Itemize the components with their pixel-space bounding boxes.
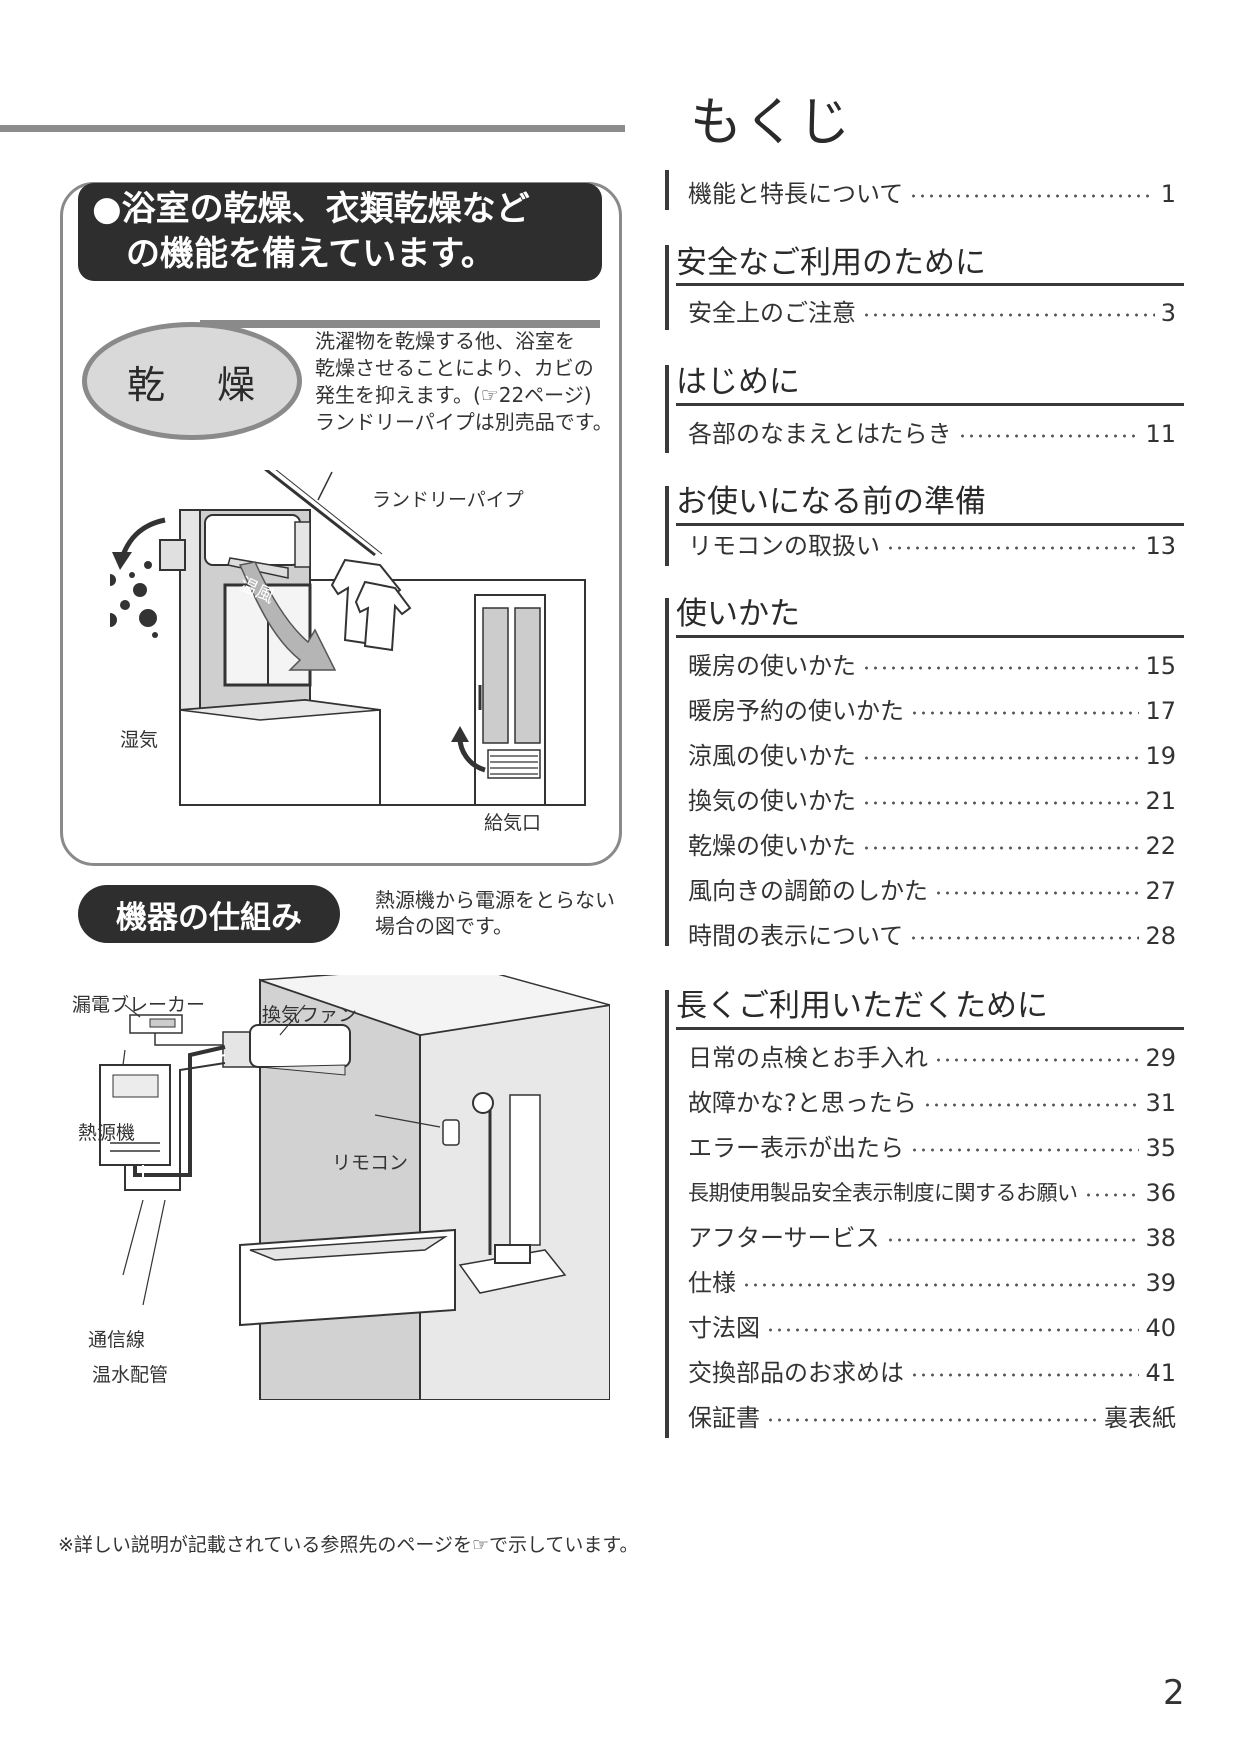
dry-desc-line: 洗濯物を乾燥する他、浴室を	[315, 329, 575, 353]
hot-water-pipe-label: 温水配管	[92, 1364, 169, 1386]
dry-desc-line: 乾燥させることにより、カビの	[315, 356, 594, 380]
air-inlet-icon	[487, 749, 541, 779]
system-heading: 機器の仕組み	[78, 885, 340, 943]
ventilation-fan-icon	[222, 1024, 351, 1076]
system-note: 熱源機から電源をとらない 場合の図です。	[375, 887, 615, 939]
toc-entry[interactable]: 保証書裏表紙	[688, 1404, 1176, 1432]
toc-section-title: 使いかた	[676, 596, 800, 632]
toc-rail	[665, 365, 669, 453]
title-rule	[0, 125, 625, 132]
toc-rail	[665, 598, 669, 946]
feature-headline-line2: の機能を備えています。	[126, 234, 495, 274]
toc-section-title: 長くご利用いただくために	[676, 988, 1048, 1024]
laundry-pipe-icon	[263, 470, 376, 557]
dry-desc-line: 発生を抑えます。(☞22ページ)	[315, 383, 592, 407]
vent-grille-icon	[159, 539, 186, 571]
heat-source-label: 熱源機	[78, 1122, 136, 1144]
feature-headline: ●浴室の乾燥、衣類乾燥など の機能を備えています。	[78, 183, 602, 281]
remote-icon	[442, 1119, 460, 1146]
humidity-bubbles-icon	[110, 561, 158, 638]
air-inlet-label: 給気口	[484, 812, 542, 834]
page-title: もくじ	[690, 93, 853, 153]
toc-section-rule	[676, 403, 1184, 406]
feature-headline-line1: ●浴室の乾燥、衣類乾燥など	[92, 189, 530, 229]
breaker-label: 漏電ブレーカー	[72, 994, 206, 1016]
system-note-line: 場合の図です。	[375, 914, 513, 938]
dry-rule	[200, 320, 600, 328]
warm-air-arrow-icon	[238, 561, 337, 671]
fan-label: 換気ファン	[262, 1004, 358, 1026]
shower-head-icon	[472, 1092, 494, 1114]
laundry-pipe-label: ランドリーパイプ	[372, 489, 524, 511]
dryer-unit-icon	[204, 514, 311, 579]
system-illustration	[99, 975, 610, 1400]
dry-description: 洗濯物を乾燥する他、浴室を 乾燥させることにより、カビの 発生を抑えます。(☞2…	[315, 328, 613, 436]
toc-section-title: はじめに	[676, 364, 800, 400]
heat-source-icon	[99, 1064, 171, 1166]
footnote: ※詳しい説明が記載されている参照先のページを☞で示しています。	[58, 1534, 639, 1556]
toc-rail	[665, 245, 669, 330]
toc-rail	[665, 170, 669, 210]
toc-rail	[665, 990, 669, 1438]
toc-section-title: 安全なご利用のために	[676, 245, 986, 281]
toc-rail	[665, 486, 669, 566]
dry-badge: 乾 燥	[82, 322, 302, 440]
shirt-icon	[330, 558, 412, 652]
drying-illustration: 温風	[110, 470, 586, 806]
dry-desc-line: ランドリーパイプは別売品です。	[315, 410, 613, 434]
page-number: 2	[1163, 1673, 1185, 1713]
system-note-line: 熱源機から電源をとらない	[375, 888, 615, 912]
comm-line-label: 通信線	[88, 1329, 146, 1351]
remote-label: リモコン	[332, 1152, 409, 1174]
toc-section-title: お使いになる前の準備	[676, 484, 986, 520]
humidity-label: 湿気	[120, 729, 159, 751]
toc-section-rule	[676, 635, 1184, 638]
toc-section-rule	[676, 283, 1184, 286]
toc-section-rule	[676, 1027, 1184, 1030]
toc-section-rule	[676, 523, 1184, 526]
